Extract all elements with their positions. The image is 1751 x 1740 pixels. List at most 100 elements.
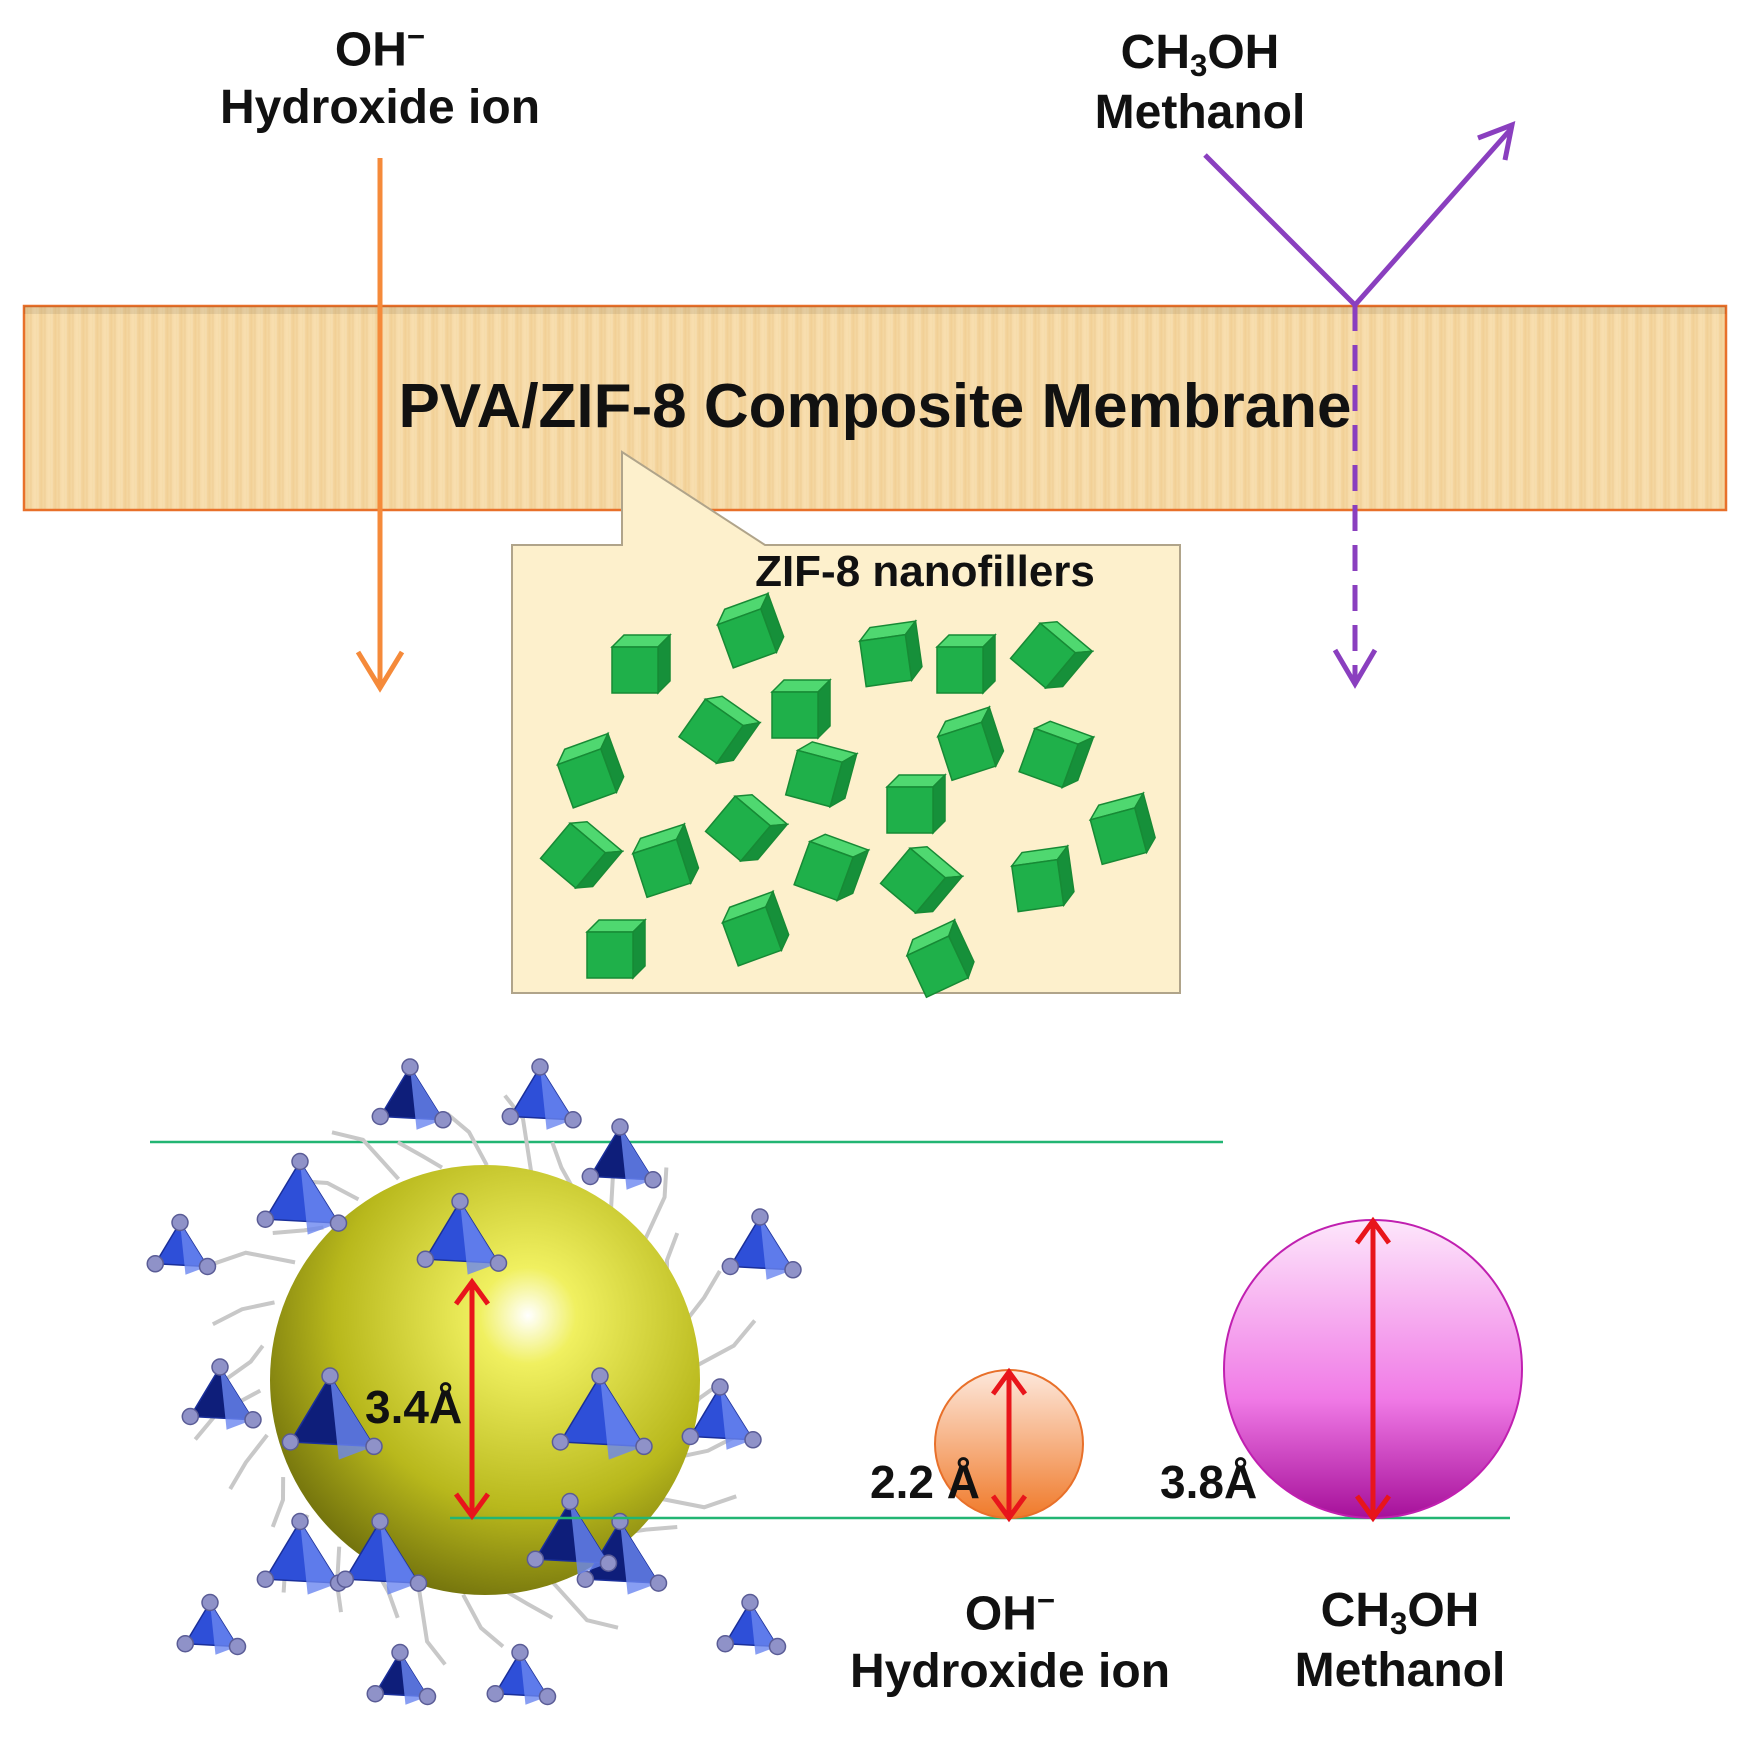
nanofiller-cube xyxy=(631,822,700,899)
nanofiller-cube xyxy=(556,731,625,809)
nitrogen-node xyxy=(365,1437,383,1456)
nitrogen-node xyxy=(281,1433,300,1451)
zn-tetrahedron-face xyxy=(720,1387,753,1450)
nitrogen-node xyxy=(391,1643,409,1662)
nitrogen-node xyxy=(291,1512,309,1531)
zn-tetrahedron-face xyxy=(600,1376,644,1460)
linker-bond xyxy=(654,1494,737,1510)
nanofiller-cube xyxy=(610,633,672,695)
nitrogen-node xyxy=(721,1257,740,1276)
nitrogen-node xyxy=(644,1171,662,1189)
nitrogen-node xyxy=(176,1635,194,1653)
methanol-dimension-arrow xyxy=(1354,1216,1392,1523)
nitrogen-node xyxy=(489,1254,508,1272)
top-hydroxide-formula: OH− xyxy=(334,19,426,77)
nitrogen-node xyxy=(416,1250,435,1268)
methanol-rejection-arrow xyxy=(1203,121,1516,689)
nanofiller-cube xyxy=(793,833,871,902)
nitrogen-node xyxy=(538,1687,557,1706)
nanofiller-cube xyxy=(936,705,1005,782)
nitrogen-node xyxy=(321,1367,339,1385)
zn-tetrahedron-face xyxy=(540,1067,573,1130)
nitrogen-node xyxy=(329,1214,348,1232)
linker-bond xyxy=(461,1593,505,1649)
linker-bond xyxy=(640,1167,669,1247)
nitrogen-node xyxy=(256,1210,275,1228)
composite-membrane xyxy=(22,304,1728,512)
nitrogen-node xyxy=(228,1637,247,1656)
nitrogen-node xyxy=(526,1550,545,1568)
hydroxide-permeation-arrow xyxy=(355,158,405,693)
nanofiller-cube xyxy=(905,918,975,999)
bottom-hydroxide-name: Hydroxide ion xyxy=(849,1645,1171,1699)
bottom-methanol-formula: CH3OH xyxy=(1320,1584,1480,1641)
linker-bond xyxy=(396,1140,443,1170)
nanofiller-cubes xyxy=(539,591,1156,999)
linker-bond xyxy=(445,1111,489,1167)
nanofiller-cube xyxy=(885,773,947,835)
hydroxide-dimension-arrow xyxy=(990,1367,1028,1523)
zn-tetrahedron-face xyxy=(410,1067,443,1130)
nanofiller-cube xyxy=(770,678,832,740)
nitrogen-node xyxy=(198,1257,217,1276)
bottom-hydroxide-label: OH− Hydroxide ion xyxy=(810,1582,1210,1701)
linker-bond xyxy=(228,1433,269,1491)
nitrogen-node xyxy=(635,1437,653,1456)
nanofiller-cube xyxy=(1018,720,1096,789)
nitrogen-node xyxy=(599,1554,618,1572)
hydroxide-size-label: 2.2 Å xyxy=(870,1456,980,1508)
nanofiller-cube xyxy=(1088,791,1156,866)
nitrogen-node xyxy=(451,1192,469,1211)
nitrogen-node xyxy=(564,1111,582,1129)
zif-8-framework xyxy=(146,1058,802,1706)
top-methanol-formula: CH3OH xyxy=(1120,26,1280,83)
nitrogen-node xyxy=(741,1593,759,1612)
nitrogen-node xyxy=(611,1512,629,1531)
nitrogen-node xyxy=(784,1261,802,1279)
linker-bond xyxy=(550,1141,575,1190)
nanofiller-cube xyxy=(1009,620,1095,690)
zn-tetrahedron-face xyxy=(460,1201,499,1275)
methanol-size-label: 3.8Å xyxy=(1160,1456,1258,1508)
zn-tetrahedron-face xyxy=(620,1127,653,1190)
zn-tetrahedron-face xyxy=(300,1521,339,1595)
nitrogen-node xyxy=(744,1431,762,1449)
nitrogen-node xyxy=(561,1492,579,1511)
zn-tetrahedron-face xyxy=(330,1376,374,1460)
zn-tetrahedron-face xyxy=(380,1521,419,1595)
nitrogen-node xyxy=(751,1208,769,1226)
nitrogen-node xyxy=(581,1167,600,1186)
nitrogen-node xyxy=(371,1107,390,1126)
linker-bond xyxy=(223,1344,265,1382)
nitrogen-node xyxy=(591,1367,609,1385)
nitrogen-node xyxy=(181,1407,200,1426)
nanofiller-cube xyxy=(1010,844,1075,913)
nitrogen-node xyxy=(711,1378,729,1396)
nanofiller-cube xyxy=(784,741,859,809)
nitrogen-node xyxy=(716,1635,734,1653)
zn-tetrahedron-face xyxy=(620,1521,659,1595)
nitrogen-node xyxy=(291,1152,309,1171)
nitrogen-node xyxy=(146,1255,164,1273)
nitrogen-node xyxy=(531,1058,549,1076)
nitrogen-node xyxy=(409,1574,428,1592)
zn-tetrahedron-face xyxy=(220,1367,253,1430)
membrane-label: PVA/ZIF-8 Composite Membrane xyxy=(398,372,1352,441)
nitrogen-node xyxy=(244,1411,262,1429)
pore-dimension-arrow xyxy=(453,1277,491,1521)
nitrogen-node xyxy=(201,1593,219,1612)
zn-tetrahedron-face xyxy=(760,1217,793,1280)
nitrogen-node xyxy=(171,1213,189,1232)
linker-bond xyxy=(688,1319,757,1372)
nanofiller-cube xyxy=(716,591,785,669)
nitrogen-node xyxy=(611,1118,629,1136)
nitrogen-node xyxy=(511,1643,529,1662)
nitrogen-node xyxy=(418,1687,437,1706)
top-methanol-name: Methanol xyxy=(1094,86,1306,140)
nanofiller-cube xyxy=(677,695,762,765)
nanofiller-cube xyxy=(704,793,790,863)
nitrogen-node xyxy=(211,1358,229,1376)
nanofiller-cube xyxy=(879,845,965,915)
bottom-methanol-label: CH3OH Methanol xyxy=(1200,1582,1600,1700)
